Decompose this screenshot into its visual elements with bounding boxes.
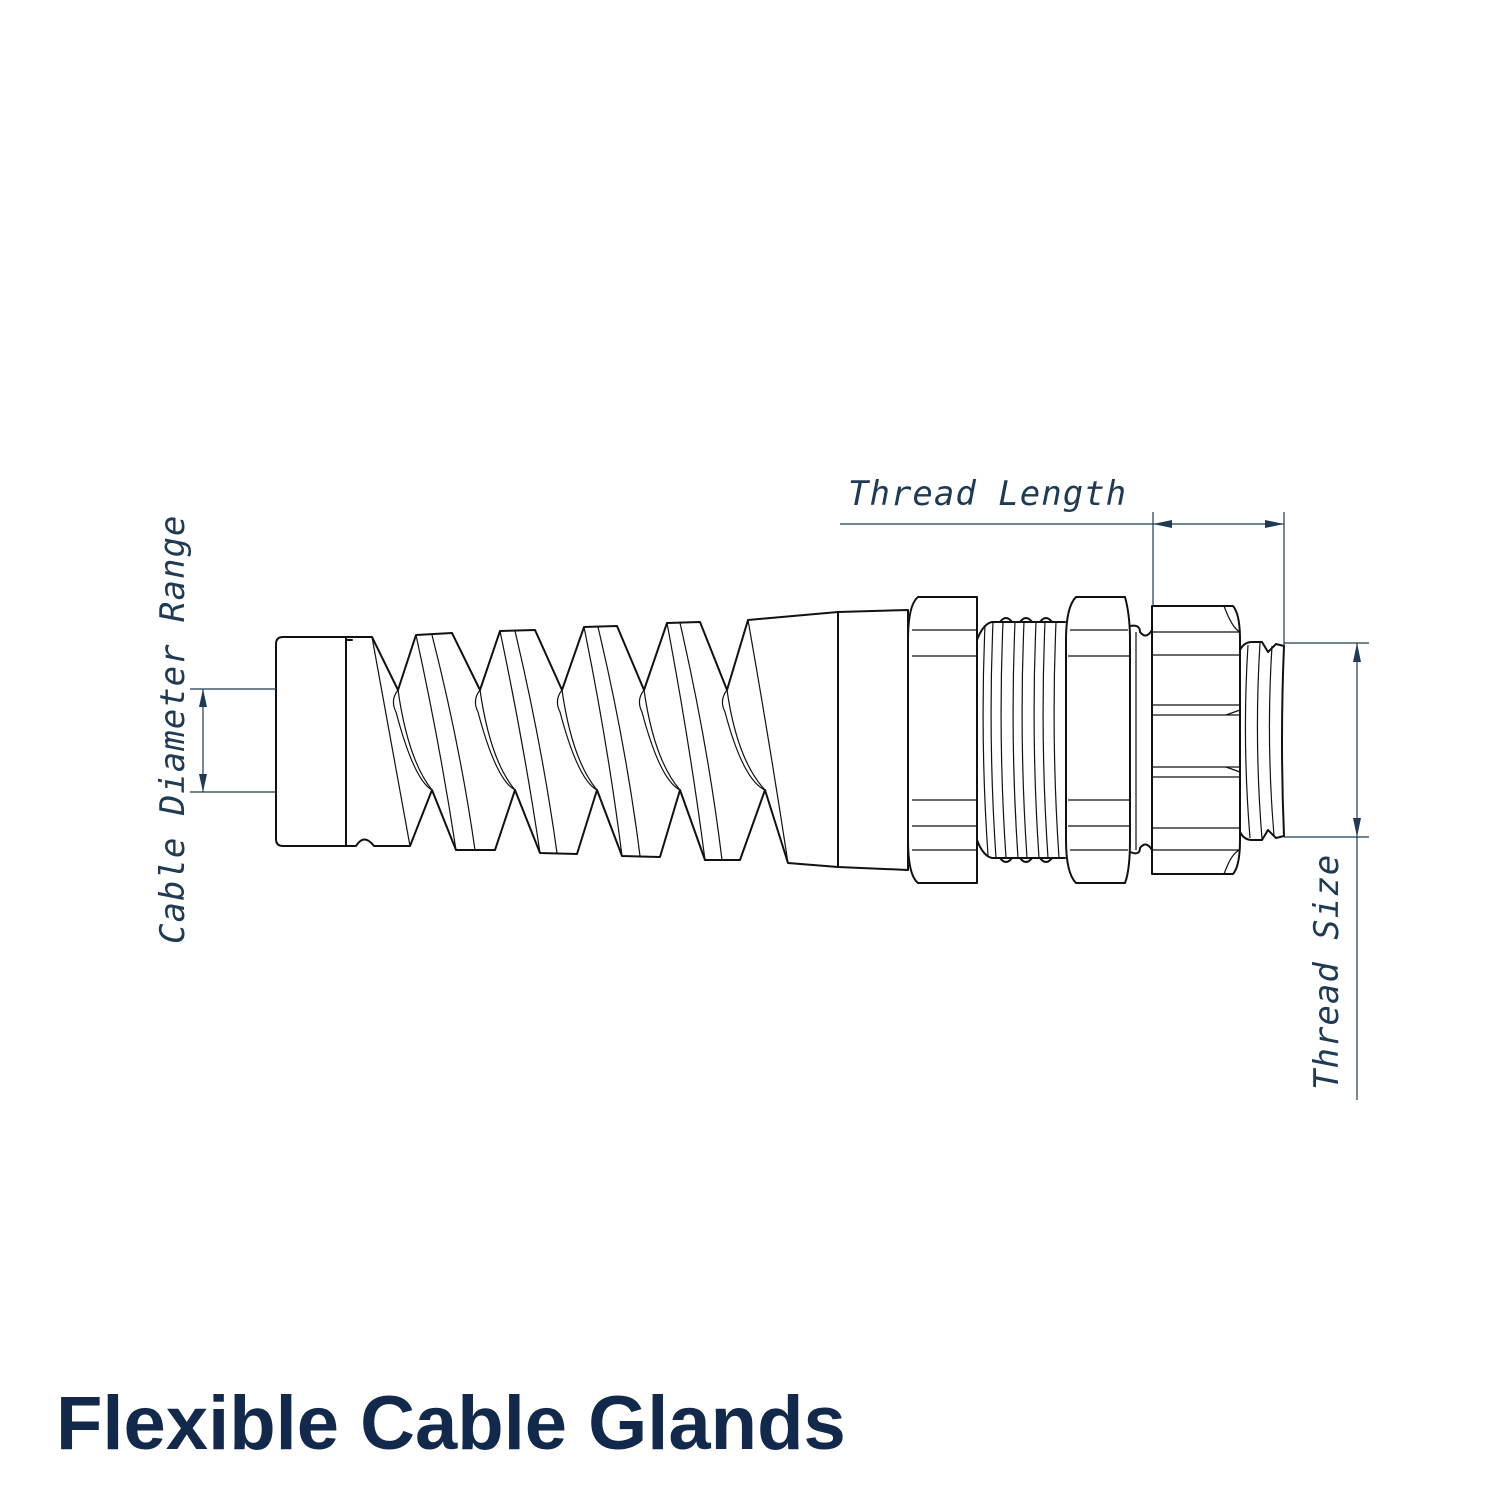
body-thread [976,617,1066,863]
thread-size-arrow-bottom [1353,818,1361,837]
thread-size-dimension: Thread Size [1284,642,1369,1100]
thread-length-dimension: Thread Length [840,474,1285,646]
body-hex [1065,596,1131,884]
spiral-spring [345,611,839,868]
entry-thread [1239,641,1285,841]
cable-diameter-arrow-top [199,689,207,707]
end-cap [275,636,353,847]
neck [1129,624,1153,855]
collar [837,609,909,871]
thread-size-arrow-top [1353,643,1361,662]
thread-length-label: Thread Length [848,474,1127,514]
locknut [1151,605,1241,875]
cable-diameter-label: Cable Diameter Range [153,515,193,944]
cable-diameter-arrow-bottom [199,774,207,792]
thread-length-arrow-right [1265,520,1284,528]
thread-length-arrow-left [1153,520,1172,528]
thread-size-label: Thread Size [1307,854,1347,1090]
cable-diameter-dimension: Cable Diameter Range [153,515,276,944]
dome-nut [907,596,978,884]
page-title: Flexible Cable Glands [56,1381,846,1466]
cable-gland [275,596,1285,884]
